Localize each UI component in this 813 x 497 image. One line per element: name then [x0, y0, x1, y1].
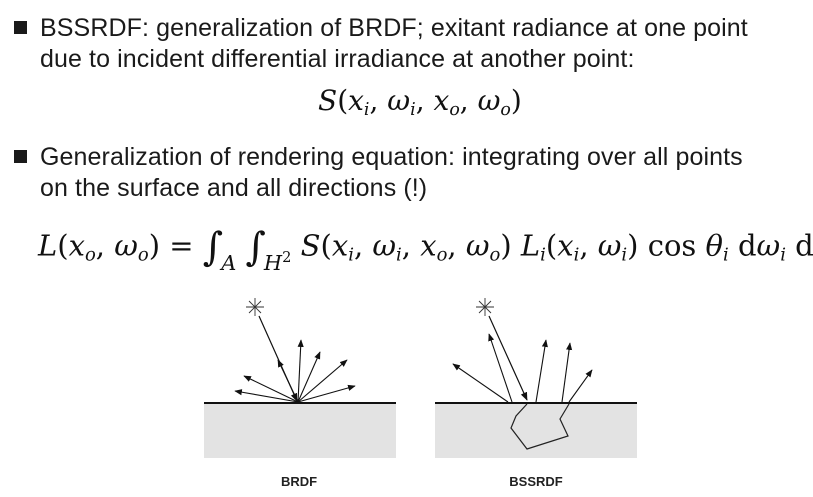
bssrdf-exitant-rays — [452, 333, 593, 403]
brdf-light-source-icon — [246, 298, 264, 316]
bullet-1-line-2: due to incident differential irradiance … — [40, 45, 635, 73]
brdf-reflected-rays — [234, 339, 356, 403]
brdf-caption: BRDF — [280, 474, 318, 489]
bssrdf-surface — [435, 403, 637, 458]
bssrdf-panel — [435, 298, 637, 458]
bullet-text-2: Generalization of rendering equation: in… — [40, 142, 810, 204]
bullet-2-line-2: on the surface and all directions (!) — [40, 174, 428, 202]
brdf-surface — [204, 403, 396, 458]
bssrdf-subsurface-path — [510, 403, 570, 450]
brdf-panel — [204, 298, 396, 458]
brdf-bssrdf-diagram — [204, 298, 637, 458]
bullet-marker-2 — [14, 150, 27, 163]
rendering-equation: L(xo, ωo) = ∫A ∫H2 S(xi, ωi, xo, ωo) Li(… — [38, 225, 813, 275]
bssrdf-caption: BSSRDF — [509, 474, 563, 489]
bullet-2-line-1: Generalization of rendering equation: in… — [40, 143, 743, 171]
bssrdf-equation: S(xi, ωi, xo, ωo) — [318, 84, 522, 120]
bullet-marker-1 — [14, 21, 27, 34]
bullet-1-line-1: BSSRDF: generalization of BRDF; exitant … — [40, 14, 748, 42]
bssrdf-light-source-icon — [476, 298, 494, 316]
bssrdf-incident-ray — [488, 315, 528, 401]
bullet-text-1: BSSRDF: generalization of BRDF; exitant … — [40, 13, 810, 75]
